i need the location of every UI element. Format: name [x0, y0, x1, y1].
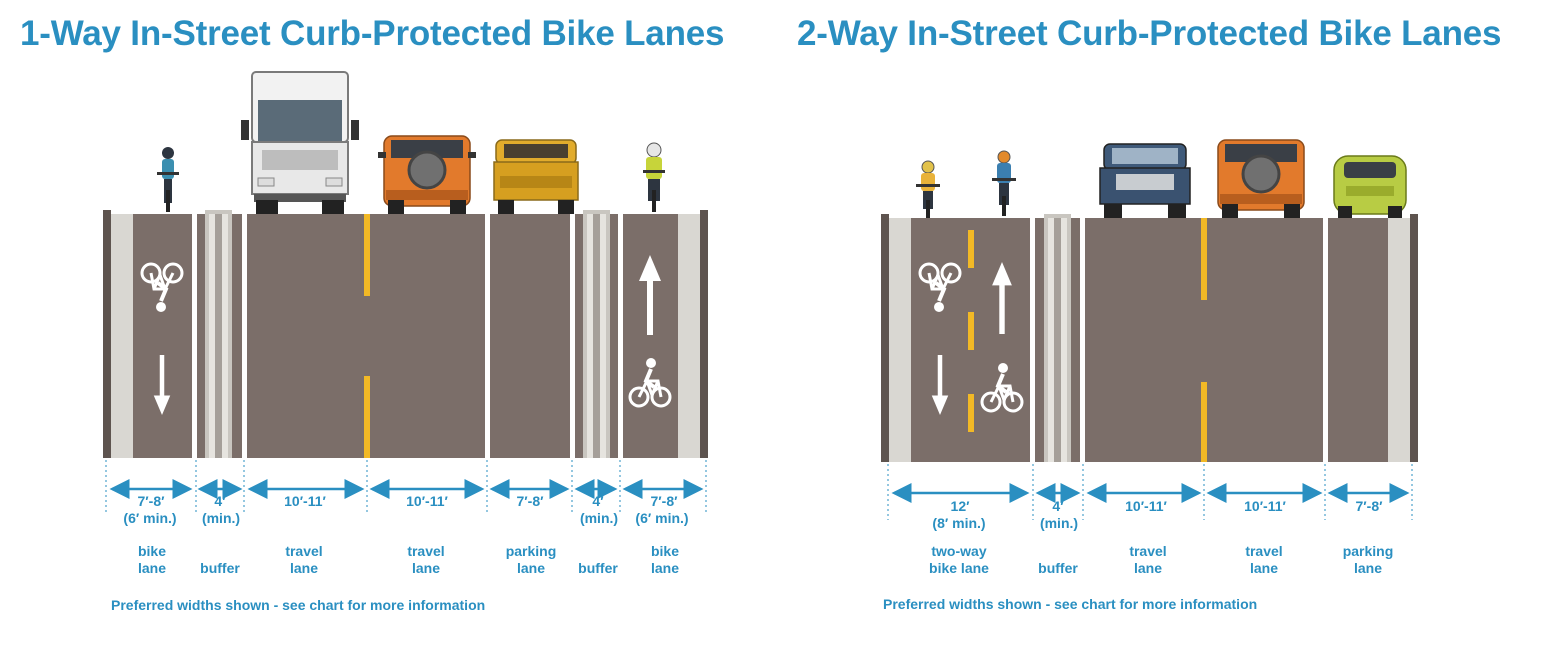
center-line — [364, 214, 370, 296]
cyclist-icon — [916, 160, 940, 218]
suv-icon — [1217, 139, 1305, 218]
lane-min-width: (min.) — [1040, 515, 1078, 531]
lane-label: lane — [1134, 560, 1162, 576]
lane-label: lane — [1354, 560, 1382, 576]
truck-icon — [241, 71, 359, 214]
lane-label: buffer — [1038, 560, 1078, 576]
lane-label: parking — [506, 543, 557, 559]
two-way-cross-section: 12′ (8′ min.) 4′ (min.) 10′-11′ 10′-11′ … — [881, 139, 1418, 576]
lane-min-width: (min.) — [580, 510, 618, 526]
car-icon — [1333, 155, 1407, 218]
right-curb — [1410, 214, 1418, 462]
lane-label: lane — [412, 560, 440, 576]
cyclist-icon — [992, 150, 1016, 216]
preferred-widths-note: Preferred widths shown - see chart for m… — [883, 596, 1258, 612]
lane-min-width: (6′ min.) — [123, 510, 176, 526]
lane-width: 10′-11′ — [406, 493, 448, 509]
cyclist-icon — [157, 147, 179, 212]
left-curb — [881, 214, 889, 462]
lane-min-width: (6′ min.) — [635, 510, 688, 526]
lane-width: 10′-11′ — [1244, 498, 1286, 514]
lane-width: 4′ — [592, 493, 604, 509]
one-way-cross-section: 7′-8′ (6′ min.) 4′ (min.) 10′-11′ 10′-11… — [103, 71, 708, 576]
lane-label: travel — [1129, 543, 1166, 559]
lane-min-width: (8′ min.) — [932, 515, 985, 531]
lane-label: bike lane — [929, 560, 989, 576]
pickup-icon — [1099, 143, 1191, 218]
lane-min-width: (min.) — [202, 510, 240, 526]
right-buffer — [583, 210, 610, 458]
lane-label: bike — [651, 543, 679, 559]
lane-label: lane — [138, 560, 166, 576]
lane-width: 4′ — [1052, 498, 1064, 514]
lane-label: travel — [285, 543, 322, 559]
lane-label: parking — [1343, 543, 1394, 559]
dimension-lines — [105, 460, 707, 514]
lane-width: 4′ — [214, 493, 226, 509]
lane-label: lane — [1250, 560, 1278, 576]
left-gutter — [111, 214, 133, 458]
right-gutter — [678, 214, 700, 458]
lane-width: 7′-8′ — [138, 493, 166, 509]
preferred-widths-note: Preferred widths shown - see chart for m… — [111, 597, 486, 613]
lane-width: 7′-8′ — [651, 493, 679, 509]
left-curb — [103, 210, 111, 458]
lane-label: buffer — [578, 560, 618, 576]
lane-label: buffer — [200, 560, 240, 576]
right-gutter — [1388, 218, 1410, 462]
lane-width: 7′-8′ — [1356, 498, 1384, 514]
lane-label: two-way — [931, 543, 986, 559]
buffer — [1044, 214, 1071, 462]
lane-width: 7′-8′ — [517, 493, 545, 509]
title-one-way: 1-Way In-Street Curb-Protected Bike Lane… — [20, 14, 725, 53]
right-curb — [700, 210, 708, 458]
lane-label: lane — [651, 560, 679, 576]
lane-label: lane — [290, 560, 318, 576]
center-line — [1201, 218, 1207, 300]
left-gutter — [889, 218, 911, 462]
lane-label: travel — [1245, 543, 1282, 559]
lane-width: 10′-11′ — [284, 493, 326, 509]
lane-label: travel — [407, 543, 444, 559]
pickup-icon — [493, 139, 579, 214]
lane-label: lane — [517, 560, 545, 576]
lane-width: 12′ — [951, 498, 971, 514]
title-two-way: 2-Way In-Street Curb-Protected Bike Lane… — [797, 14, 1502, 53]
suv-icon — [378, 135, 476, 214]
lane-label: bike — [138, 543, 166, 559]
left-buffer — [205, 210, 232, 458]
lane-width: 10′-11′ — [1125, 498, 1167, 514]
cyclist-icon — [643, 142, 665, 212]
street-surface — [884, 218, 1416, 462]
